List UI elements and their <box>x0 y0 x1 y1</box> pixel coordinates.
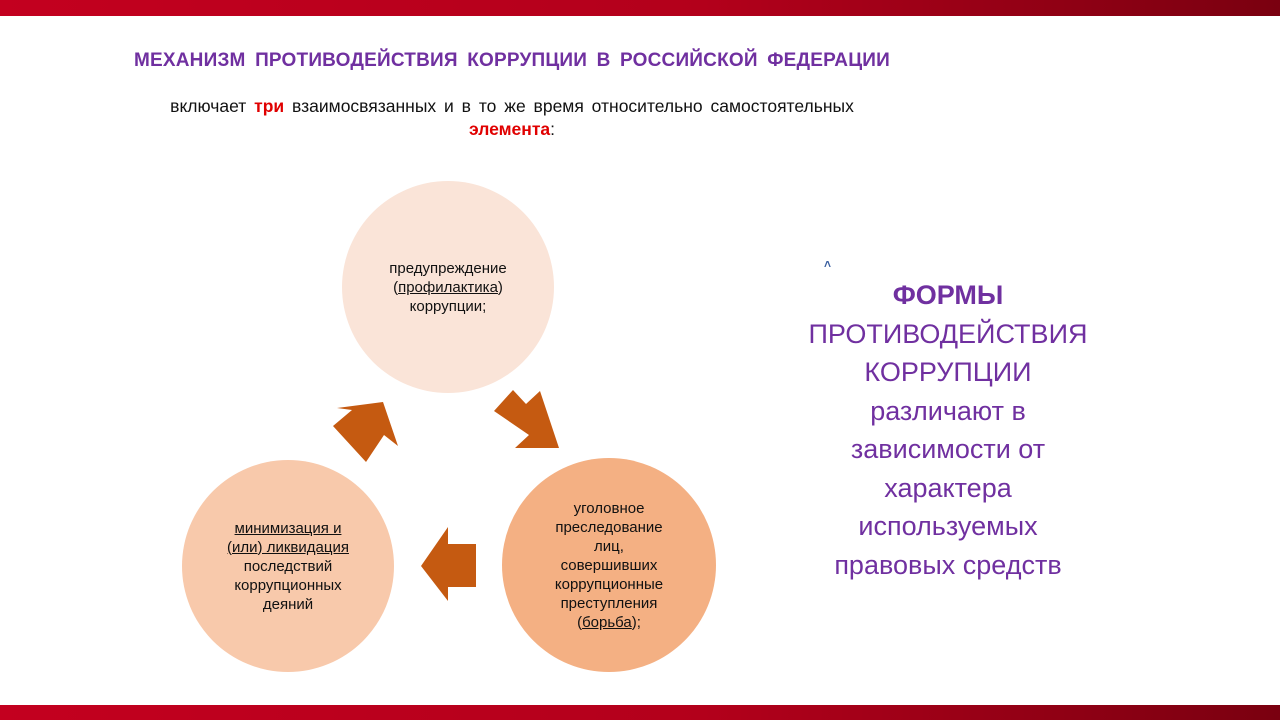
subtitle-text-3: : <box>550 119 556 139</box>
prevention-line-1: предупреждение <box>389 259 507 277</box>
subtitle-text-2: взаимосвязанных и в то же время относите… <box>284 96 854 116</box>
subtitle-text-1: включает <box>170 96 255 116</box>
prosecution-paren-open: ( <box>577 613 583 631</box>
forms-description: ФОРМЫ ПРОТИВОДЕЙСТВИЯ КОРРУПЦИИ различаю… <box>798 276 1098 584</box>
minimization-underlined-2: (или) ликвидация <box>227 538 349 556</box>
prosecution-line-2: преследование <box>555 518 663 536</box>
forms-line: различают в <box>870 395 1026 426</box>
prosecution-paren-close: ); <box>631 613 641 631</box>
minimization-line-4: коррупционных <box>234 576 342 594</box>
arrow-top-to-right <box>494 390 559 448</box>
prevention-underlined: профилактика <box>398 278 498 296</box>
minimization-line-3: последствий <box>243 557 333 575</box>
minimization-underlined-1: минимизация и <box>234 519 342 537</box>
circle-prosecution: уголовное преследование лиц, совершивших… <box>502 458 716 672</box>
minimization-line-5: деяний <box>262 595 314 613</box>
prevention-line-3: коррупции; <box>409 297 487 315</box>
prosecution-underlined: борьба <box>582 613 632 631</box>
arrow-right-to-left <box>421 527 476 601</box>
small-caret-mark: ˄ <box>824 257 832 271</box>
slide-title: МЕХАНИЗМ ПРОТИВОДЕЙСТВИЯ КОРРУПЦИИ В РОС… <box>133 50 891 71</box>
subtitle-highlight-three: три <box>254 96 285 116</box>
circle-prevention: предупреждение (профилактика) коррупции; <box>342 181 554 393</box>
top-accent-bar <box>0 0 1280 16</box>
prevention-paren-open: ( <box>393 278 399 296</box>
prosecution-line-3: лиц, <box>594 537 624 555</box>
forms-line: правовых средств <box>834 549 1062 580</box>
bottom-accent-bar <box>0 705 1280 720</box>
forms-line: зависимости от <box>850 434 1046 464</box>
slide-subtitle: включает три взаимосвязанных и в то же в… <box>0 95 1024 141</box>
forms-line: ПРОТИВОДЕЙСТВИЯ <box>808 318 1088 349</box>
arrow-left-to-top <box>333 402 398 462</box>
forms-line: характера <box>884 472 1012 503</box>
prevention-paren-close: ) <box>497 278 503 296</box>
prosecution-line-1: уголовное <box>573 499 645 517</box>
prosecution-line-4: совершивших <box>560 556 658 574</box>
prosecution-line-5: коррупционные <box>554 575 664 593</box>
forms-heading: ФОРМЫ <box>892 280 1004 310</box>
prosecution-line-6: преступления <box>560 594 658 612</box>
subtitle-highlight-elements: элемента <box>468 119 551 139</box>
forms-line: используемых <box>858 511 1038 541</box>
circle-minimization: минимизация и (или) ликвидация последств… <box>182 460 394 672</box>
forms-line: КОРРУПЦИИ <box>864 357 1032 387</box>
